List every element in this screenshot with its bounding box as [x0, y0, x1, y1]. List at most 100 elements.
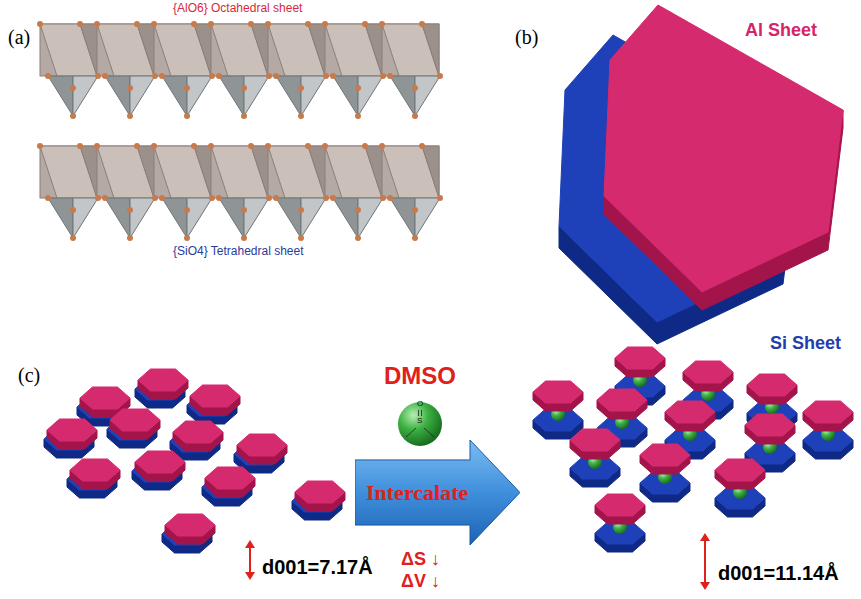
octahedron-face	[194, 146, 211, 198]
al-sheet	[604, 5, 843, 292]
oxygen-dot	[355, 113, 361, 119]
oxygen-dot	[152, 73, 158, 79]
oxygen-dot	[362, 21, 368, 27]
oxygen-dot	[266, 195, 272, 201]
bond-line	[424, 428, 434, 437]
oxygen-dot	[102, 195, 108, 201]
bond-line	[421, 410, 422, 416]
oxygen-dot	[412, 235, 418, 241]
oxygen-dot	[241, 113, 247, 119]
oxygen-dot	[134, 21, 140, 27]
al-layer	[533, 381, 583, 403]
oxygen-dot	[95, 73, 101, 79]
tetrahedron-face	[333, 76, 358, 116]
atom-label: O	[417, 399, 423, 408]
octahedron-face	[154, 146, 211, 198]
al-layer	[135, 451, 185, 473]
octahedron-face	[40, 146, 97, 198]
al-layer	[205, 467, 255, 489]
oxygen-dot	[273, 195, 279, 201]
al-layer	[70, 459, 120, 481]
al-layer	[80, 387, 130, 409]
al-layer	[47, 419, 97, 441]
oxygen-dot	[95, 195, 101, 201]
oxygen-dot	[152, 195, 158, 201]
octahedron-face	[194, 24, 211, 76]
oxygen-dot	[216, 73, 222, 79]
oxygen-dot	[380, 73, 386, 79]
tetrahedron-face	[130, 198, 155, 238]
oxygen-dot	[134, 143, 140, 149]
tetrahedron-face	[415, 76, 440, 116]
arrow-head	[700, 582, 710, 590]
tetrahedron-face	[301, 198, 326, 238]
arrow-head	[245, 540, 255, 548]
oxygen-dot	[298, 85, 304, 91]
oxygen-dot	[159, 195, 165, 201]
tetrahedron-face	[244, 198, 269, 238]
tetrahedron-face	[390, 76, 415, 116]
tetrahedron-face	[187, 76, 212, 116]
oxygen-dot	[127, 113, 133, 119]
oxygen-dot	[70, 235, 76, 241]
oxygen-dot	[191, 21, 197, 27]
tetrahedron-face	[390, 198, 415, 238]
arrow-body	[355, 440, 520, 545]
oxygen-dot	[355, 207, 361, 213]
octahedron-face	[365, 146, 382, 198]
sheet-label: {AlO6} Octahedral sheet	[173, 2, 302, 16]
oxygen-dot	[248, 21, 254, 27]
oxygen-dot	[387, 195, 393, 201]
oxygen-dot	[191, 143, 197, 149]
oxygen-dot	[241, 207, 247, 213]
tetrahedron-face	[219, 76, 244, 116]
oxygen-dot	[273, 73, 279, 79]
tetrahedron-face	[187, 198, 212, 238]
octahedron-face	[80, 146, 97, 198]
oxygen-dot	[216, 195, 222, 201]
octahedron-face	[211, 146, 268, 198]
oxygen-dot	[208, 21, 214, 27]
oxygen-dot	[355, 85, 361, 91]
oxygen-dot	[298, 235, 304, 241]
oxygen-dot	[323, 73, 329, 79]
oxygen-dot	[209, 73, 215, 79]
oxygen-dot	[77, 21, 83, 27]
oxygen-dot	[127, 207, 133, 213]
bond-line	[418, 410, 419, 416]
oxygen-dot	[248, 143, 254, 149]
oxygen-dot	[412, 113, 418, 119]
al-layer	[295, 481, 345, 503]
tetrahedron-face	[333, 198, 358, 238]
tetrahedron-face	[276, 76, 301, 116]
octahedral-sheet	[40, 24, 439, 76]
oxygen-dot	[355, 235, 361, 241]
change-label: ΔV ↓	[401, 571, 440, 592]
al-layer	[138, 369, 188, 391]
tetrahedron-face	[301, 76, 326, 116]
oxygen-dot	[102, 73, 108, 79]
oxygen-dot	[322, 143, 328, 149]
al-layer	[615, 347, 665, 369]
oxygen-dot	[208, 143, 214, 149]
al-layer	[237, 434, 287, 456]
oxygen-dot	[151, 21, 157, 27]
oxygen-dot	[241, 85, 247, 91]
oxygen-dot	[412, 207, 418, 213]
tetrahedron-face	[358, 198, 383, 238]
octahedron-face	[308, 24, 325, 76]
oxygen-dot	[37, 143, 43, 149]
oxygen-dot	[184, 235, 190, 241]
oxygen-dot	[37, 21, 43, 27]
oxygen-dot	[70, 85, 76, 91]
octahedron-face	[268, 24, 325, 76]
oxygen-dot	[305, 21, 311, 27]
oxygen-dot	[94, 143, 100, 149]
octahedron-face	[40, 24, 97, 76]
oxygen-dot	[159, 73, 165, 79]
oxygen-dot	[209, 195, 215, 201]
octahedron-face	[251, 24, 268, 76]
al-layer	[165, 514, 215, 536]
al-layer	[110, 409, 160, 431]
process-label: Intercalate	[366, 480, 468, 505]
